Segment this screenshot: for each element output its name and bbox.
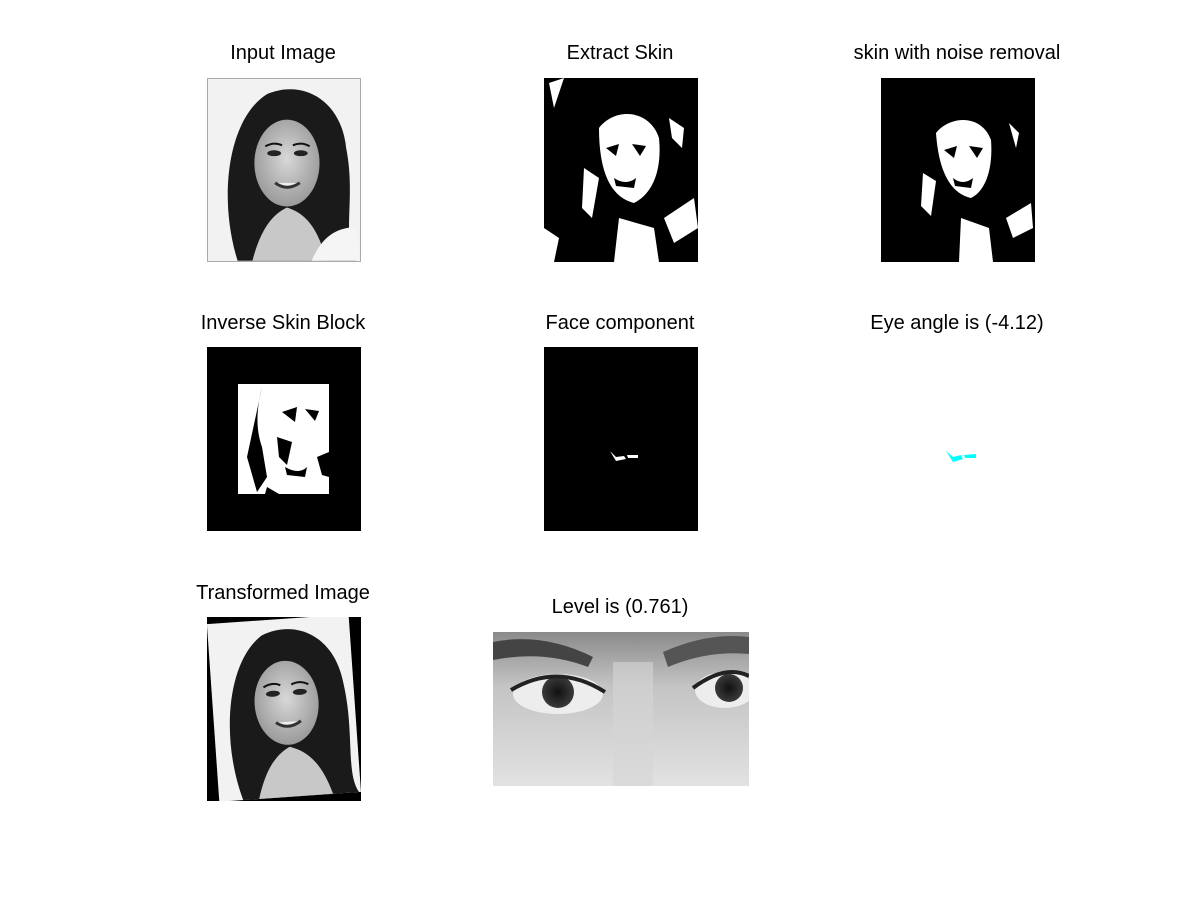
- title-inverse-skin-block: Inverse Skin Block: [200, 312, 366, 334]
- inverse-skin-block-mask: [207, 347, 361, 531]
- title-noise-removal: skin with noise removal: [853, 42, 1061, 64]
- extract-skin-panel: [544, 78, 698, 262]
- input-image-panel: [207, 78, 361, 262]
- inverse-skin-block-panel: [207, 347, 361, 531]
- transformed-image-panel: [207, 617, 361, 801]
- title-face-component: Face component: [545, 312, 695, 334]
- face-component-mask: [544, 347, 698, 531]
- eye-region-crop: [493, 632, 749, 786]
- rotated-portrait: [207, 617, 361, 801]
- skin-mask: [544, 78, 698, 262]
- eye-angle-panel: [881, 347, 1035, 531]
- title-level: Level is (0.761): [551, 596, 689, 618]
- portrait-photo: [208, 79, 360, 261]
- eye-region-panel: [493, 632, 749, 786]
- face-component-panel: [544, 347, 698, 531]
- eye-angle-marker: [946, 451, 976, 462]
- title-extract-skin: Extract Skin: [566, 42, 674, 64]
- denoised-skin-mask: [881, 78, 1035, 262]
- title-transformed-image: Transformed Image: [196, 582, 370, 604]
- title-eye-angle: Eye angle is (-4.12): [870, 312, 1044, 334]
- noise-removal-panel: [881, 78, 1035, 262]
- title-input-image: Input Image: [230, 42, 336, 64]
